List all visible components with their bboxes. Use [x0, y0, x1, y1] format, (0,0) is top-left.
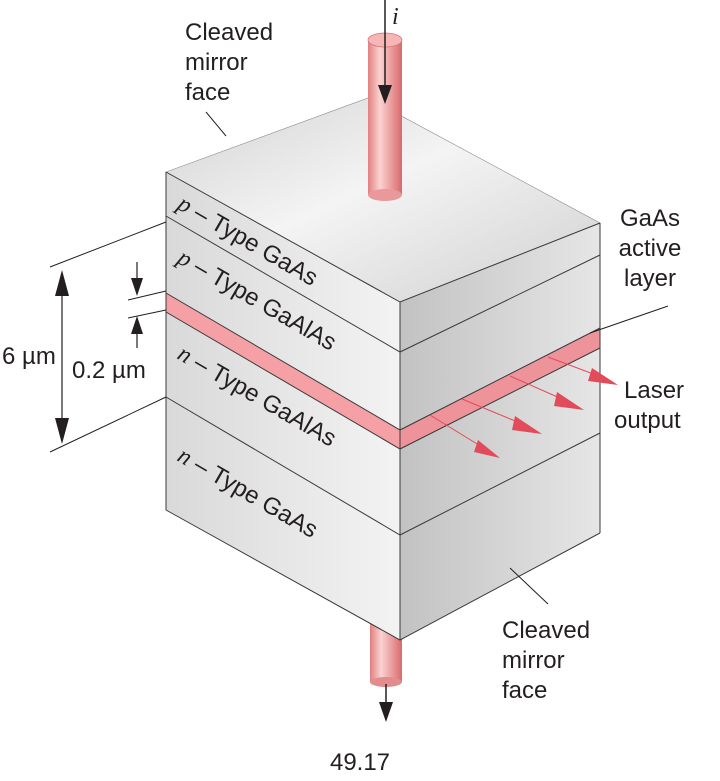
svg-text:output: output	[614, 407, 681, 434]
active-thickness-dimension: 0.2 µm	[72, 262, 167, 384]
mirror-top-label: Cleaved mirror face	[185, 19, 273, 137]
active-layer-front	[166, 293, 400, 449]
current-label: i	[392, 4, 399, 30]
svg-text:6 µm: 6 µm	[2, 343, 56, 370]
svg-text:Cleaved: Cleaved	[502, 617, 590, 644]
top-lead-wire	[367, 0, 403, 201]
svg-text:mirror: mirror	[185, 49, 248, 76]
svg-text:Cleaved: Cleaved	[185, 19, 273, 46]
svg-text:active: active	[619, 235, 682, 262]
svg-text:face: face	[185, 79, 230, 106]
svg-text:layer: layer	[624, 265, 676, 292]
svg-text:mirror: mirror	[502, 647, 565, 674]
block-left-face	[166, 172, 400, 640]
active-layer-label: GaAs active layer	[589, 205, 682, 334]
laser-output-arrows	[429, 356, 618, 458]
total-thickness-dimension: 6 µm	[2, 221, 167, 453]
laser-output-label: Laser output	[614, 377, 684, 434]
mirror-bottom-label: Cleaved mirror face	[502, 567, 590, 704]
svg-text:Laser: Laser	[624, 377, 684, 404]
current-out-arrow	[379, 702, 393, 722]
figure-number: 49.17	[330, 749, 390, 776]
svg-text:GaAs: GaAs	[620, 205, 680, 232]
svg-text:face: face	[502, 677, 547, 704]
current-in-arrow	[378, 85, 392, 104]
svg-text:0.2 µm: 0.2 µm	[72, 357, 146, 384]
